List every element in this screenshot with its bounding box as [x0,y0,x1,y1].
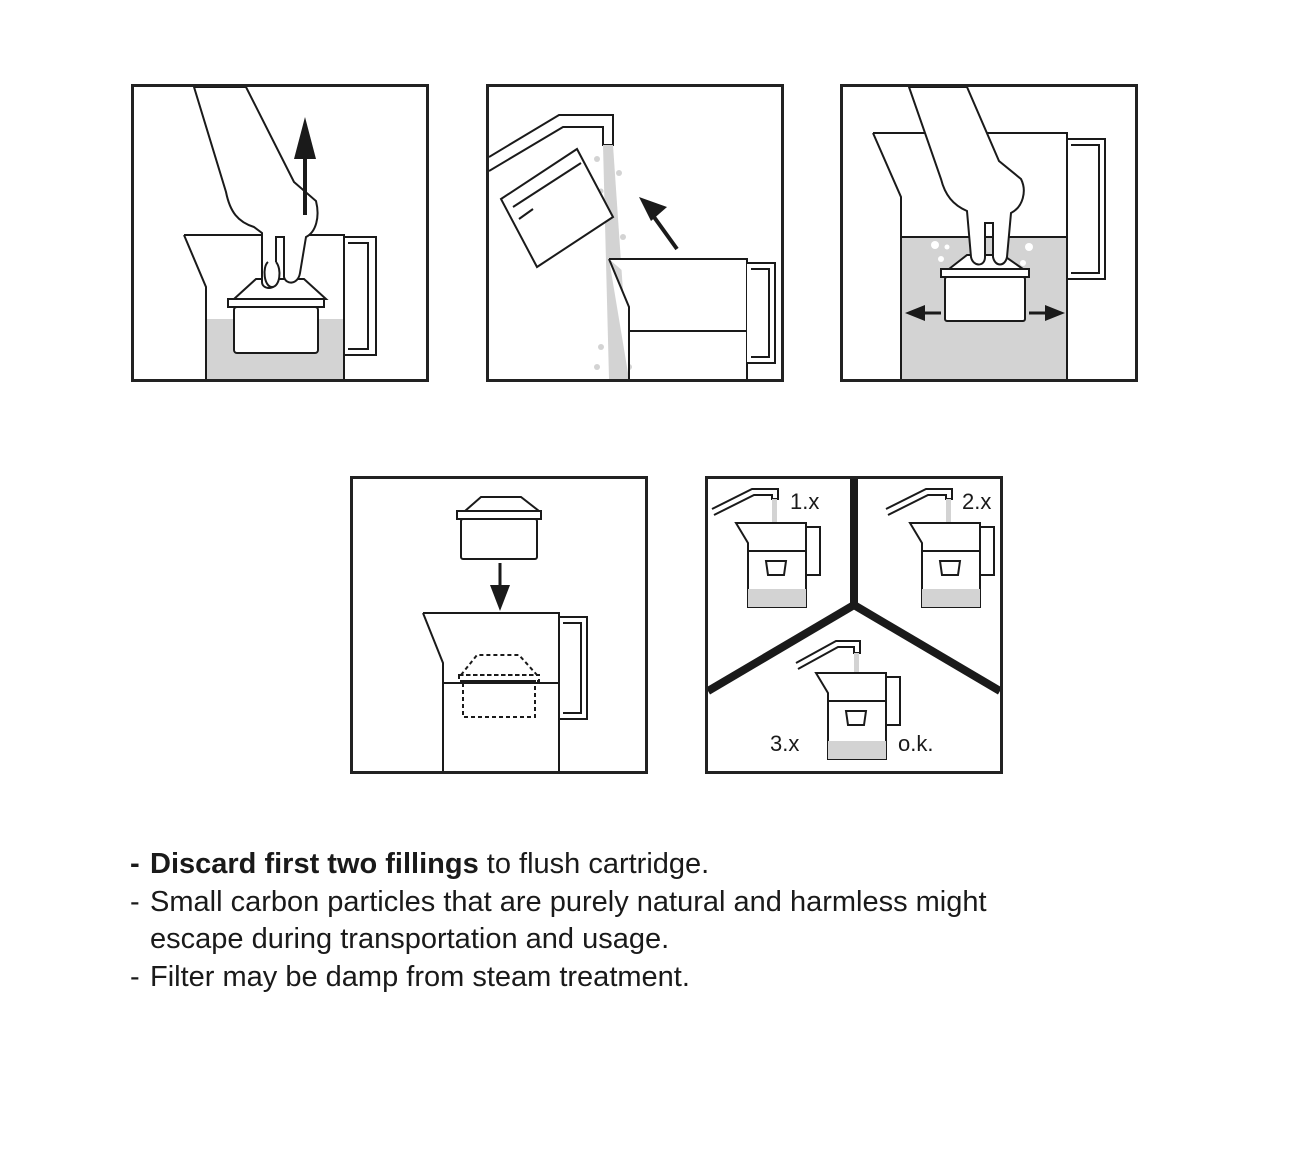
note-1-dash: - [130,848,140,880]
note-2-text: Small carbon particles that are purely n… [150,885,987,918]
step-3-panel [840,84,1138,382]
step-3-illustration [872,87,1106,379]
panel-dividers [708,479,1000,695]
faucet-icon [489,114,614,172]
fill-1-label: 1.x [790,489,819,514]
fill-2 [885,488,995,608]
ok-label: o.k. [898,731,933,756]
cartridge-icon [227,278,329,354]
hand-icon [192,87,319,289]
pitcher-icon [608,258,776,379]
step-5-illustration: 1.x 2.x 3.x o.k. [708,479,1000,760]
note-3: -Filter may be damp from steam treatment… [130,959,1230,997]
note-2-continuation: escape during transportation and usage. [150,923,670,955]
note-1: -Discard first two fillings to flush car… [130,846,1230,884]
cartridge-outline-dashed [458,654,540,718]
step-1-illustration [183,87,377,379]
note-2-dash: - [130,885,140,918]
note-1-bold: Discard first two fillings [150,848,479,880]
arrow-up-icon [294,117,316,215]
note-3-text: Filter may be damp from steam treatment. [150,960,690,993]
hand-icon [907,87,1025,266]
step-4-panel [350,476,648,774]
note-3-dash: - [130,960,140,993]
arrow-up-icon [639,197,679,251]
cartridge-icon [940,254,1030,322]
cartridge-icon [499,147,615,269]
fill-1 [711,488,821,608]
pitcher-icon [422,612,588,771]
cartridge-icon [456,496,542,560]
arrow-down-icon [490,563,510,611]
step-4-illustration [422,496,588,771]
bubbles [931,241,1033,266]
notes-list: -Discard first two fillings to flush car… [130,846,1230,996]
arrow-right-icon [1029,305,1065,321]
step-2-panel [486,84,784,382]
fill-2-label: 2.x [962,489,991,514]
arrow-left-icon [905,305,941,321]
note-1-text: to flush cartridge. [478,848,710,880]
note-2: -Small carbon particles that are purely … [130,884,1230,959]
step-5-panel: 1.x 2.x 3.x o.k. [705,476,1003,774]
fill-3 [795,640,901,760]
fill-3-label: 3.x [770,731,799,756]
step-1-panel [131,84,429,382]
step-2-illustration [489,114,776,379]
